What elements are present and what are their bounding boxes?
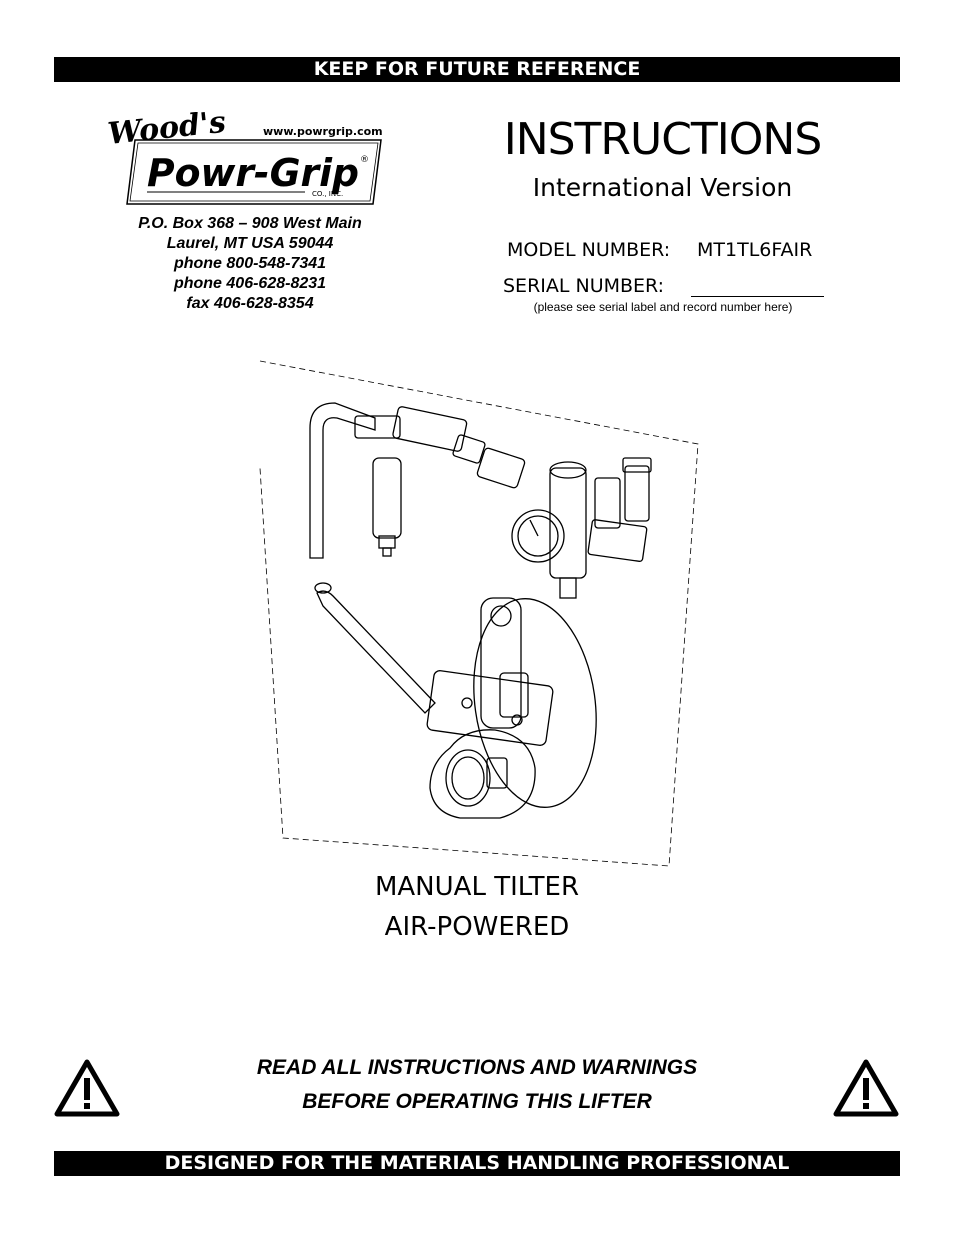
- model-number-label: MODEL NUMBER:: [507, 239, 671, 261]
- product-name: MANUAL TILTER: [374, 872, 580, 902]
- serial-number-note: (please see serial label and record numb…: [533, 300, 793, 314]
- address-line: P.O. Box 368 – 908 West Main: [138, 215, 362, 232]
- warning-text: READ ALL INSTRUCTIONS AND WARNINGS: [256, 1056, 698, 1079]
- model-number-value: MT1TL6FAIR: [697, 239, 813, 261]
- serial-number-label: SERIAL NUMBER:: [503, 275, 665, 297]
- logo-url: www.powrgrip.com: [263, 125, 383, 138]
- powr-grip-logo: Wood's www.powrgrip.com Powr-Grip ® CO.,…: [107, 112, 383, 205]
- address-phone: phone 800-548-7341: [173, 255, 327, 272]
- header-banner: KEEP FOR FUTURE REFERENCE: [54, 57, 900, 82]
- product-type: AIR-POWERED: [384, 912, 570, 942]
- logo-brand: Powr-Grip: [147, 151, 359, 195]
- warning-text: BEFORE OPERATING THIS LIFTER: [302, 1090, 652, 1113]
- serial-number-blank: [691, 296, 824, 297]
- logo-registered: ®: [360, 155, 369, 165]
- address-fax: fax 406-628-8354: [186, 295, 314, 312]
- product-illustration: [259, 360, 699, 867]
- address-phone: phone 406-628-8231: [173, 275, 327, 292]
- footer-banner: DESIGNED FOR THE MATERIALS HANDLING PROF…: [54, 1151, 900, 1176]
- logo-script-text: Wood's: [107, 112, 228, 152]
- address-line: Laurel, MT USA 59044: [166, 235, 334, 252]
- warning-triangle-icon: [833, 1059, 899, 1117]
- page-title: INSTRUCTIONS: [503, 114, 823, 165]
- logo-company: CO., INC.: [312, 190, 343, 198]
- company-address: P.O. Box 368 – 908 West Main Laurel, MT …: [100, 214, 400, 314]
- warning-triangle-icon: [54, 1059, 120, 1117]
- page-subtitle: International Version: [532, 173, 793, 202]
